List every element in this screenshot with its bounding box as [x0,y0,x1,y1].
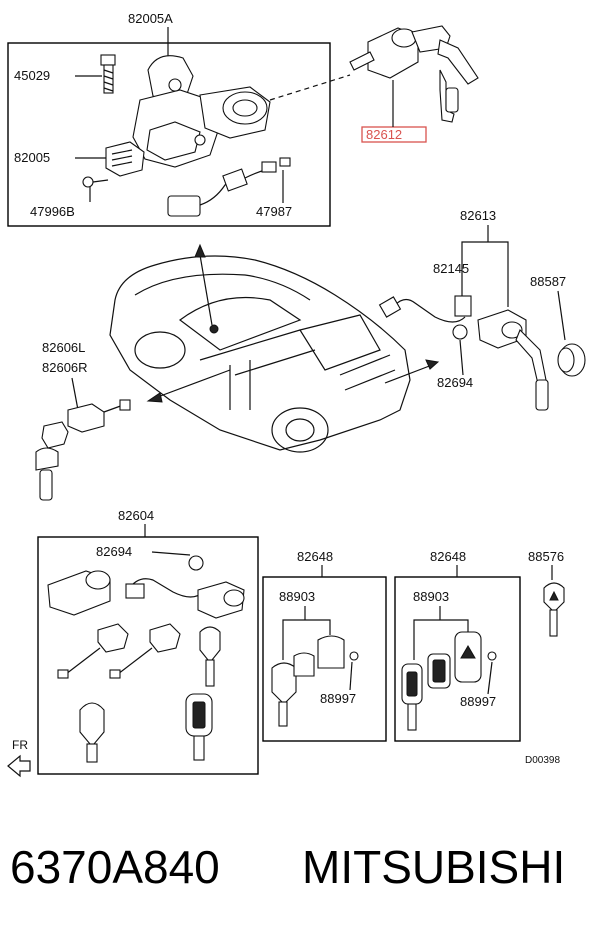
key-cylinder-82612: 82612 [269,25,479,143]
label-88576: 88576 [528,549,564,564]
ignition-assembly-frame [7,42,331,227]
vehicle-body [109,243,440,453]
highlight-box-82612 [361,126,427,143]
label-88997-b: 88997 [460,694,496,709]
label-88903-a: 88903 [279,589,315,604]
remote-set-82648-b: 82648 88903 88997 [394,549,521,742]
label-88997-a: 88997 [320,691,356,706]
bolt-45029 [100,54,116,94]
footer-part-number: 6370A840 [10,841,220,893]
label-82005A: 82005A [128,11,173,26]
label-82694-box: 82694 [96,544,132,559]
label-82694-top: 82694 [437,375,473,390]
key-blank-88576: 88576 [528,549,565,637]
front-direction-marker: FR [7,738,31,778]
tailgate-lock-group: 82613 82145 88587 82694 [378,208,586,411]
screw-47996B [82,176,109,188]
lock-housing-82005A [132,55,271,168]
remote-set-82648-a: 82648 88903 88997 [262,549,387,742]
remote-set-a-frame [262,576,387,742]
label-82648-a: 82648 [297,549,333,564]
label-45029: 45029 [14,68,50,83]
diagram-code: D00398 [525,755,560,766]
label-82648-b: 82648 [430,549,466,564]
label-82612: 82612 [366,127,402,142]
switch-82005 [105,141,145,177]
label-47987: 47987 [256,204,292,219]
label-47996B: 47996B [30,204,75,219]
label-82604: 82604 [118,508,154,523]
door-lock-82606: 82606L 82606R [35,340,131,501]
front-marker-label: FR [12,738,28,752]
label-88903-b: 88903 [413,589,449,604]
label-88587: 88587 [530,274,566,289]
label-82145: 82145 [433,261,469,276]
label-82005: 82005 [14,150,50,165]
ignition-assembly-group: 82005A 45029 82005 47996B 47987 [7,11,331,227]
lock-set-82604: 82604 82694 [37,508,259,775]
label-82613: 82613 [460,208,496,223]
footer-brand: MITSUBISHI [302,841,565,893]
label-82606L: 82606L [42,340,85,355]
harness-47987 [167,157,291,217]
lock-set-frame [37,536,259,775]
label-82606R: 82606R [42,360,88,375]
